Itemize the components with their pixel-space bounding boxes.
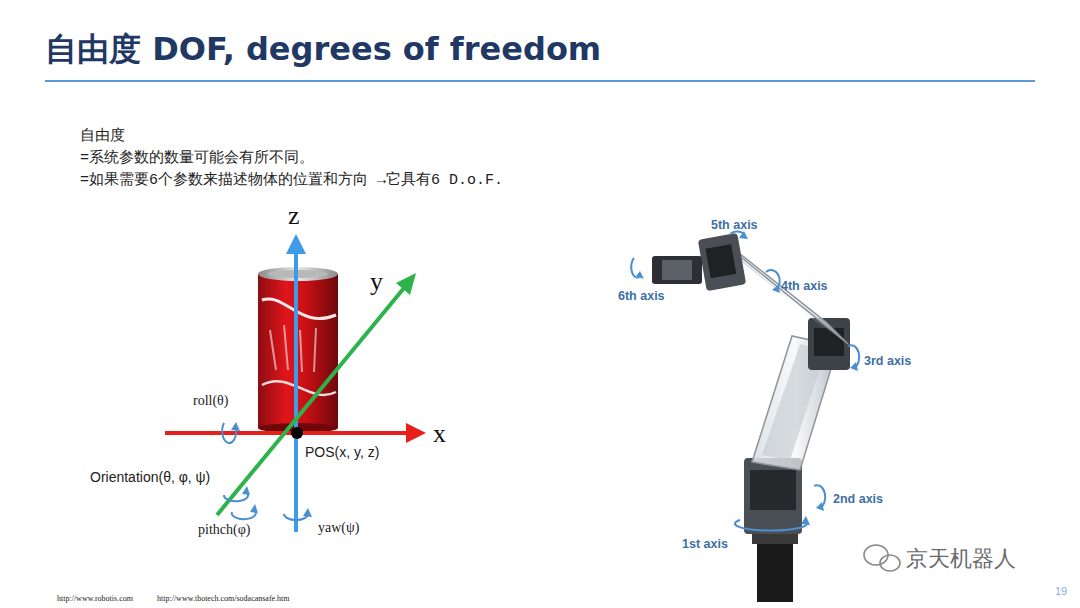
rotation-label: yaw(ψ) <box>318 520 359 537</box>
axis-callout: 4th axis <box>781 279 828 294</box>
coordinate-axes <box>165 234 426 532</box>
axis-callout: 1st axis <box>682 537 728 552</box>
robot-rotation-arrows <box>631 231 859 531</box>
axis-callout: 2nd axis <box>833 492 883 507</box>
rotation-arrows <box>222 422 312 520</box>
wechat-icon <box>864 545 900 571</box>
slide-title: 自由度 DOF, degrees of freedom <box>45 30 601 68</box>
title-rule <box>45 80 1035 82</box>
page-number: 19 <box>1055 585 1067 598</box>
axis-callout: 5th axis <box>711 218 758 233</box>
axis-callout: 3rd axis <box>864 354 911 369</box>
axis-label: z <box>288 200 300 231</box>
axis-label: y <box>370 266 383 297</box>
body-text: =如果需要6个参数来描述物体的位置和方向 →它具有6 D.o.F. <box>80 172 503 190</box>
body-text: =系统参数的数量可能会有所不同。 <box>80 150 314 168</box>
axis-callout: 6th axis <box>618 289 665 304</box>
rotation-label: pithch(φ) <box>198 522 250 539</box>
axis-label: x <box>433 418 446 449</box>
source-url: http://www.robotis.com <box>57 594 133 604</box>
source-url: http://www.tbotech.com/sodacansafe.htm <box>157 594 290 604</box>
orientation-label: Orientation(θ, φ, ψ) <box>90 469 210 486</box>
body-text: 自由度 <box>80 128 125 146</box>
position-label: POS(x, y, z) <box>305 444 379 461</box>
robot-arm <box>652 233 850 602</box>
rotation-label: roll(θ) <box>193 393 228 410</box>
watermark: 京天机器人 <box>906 546 1016 572</box>
